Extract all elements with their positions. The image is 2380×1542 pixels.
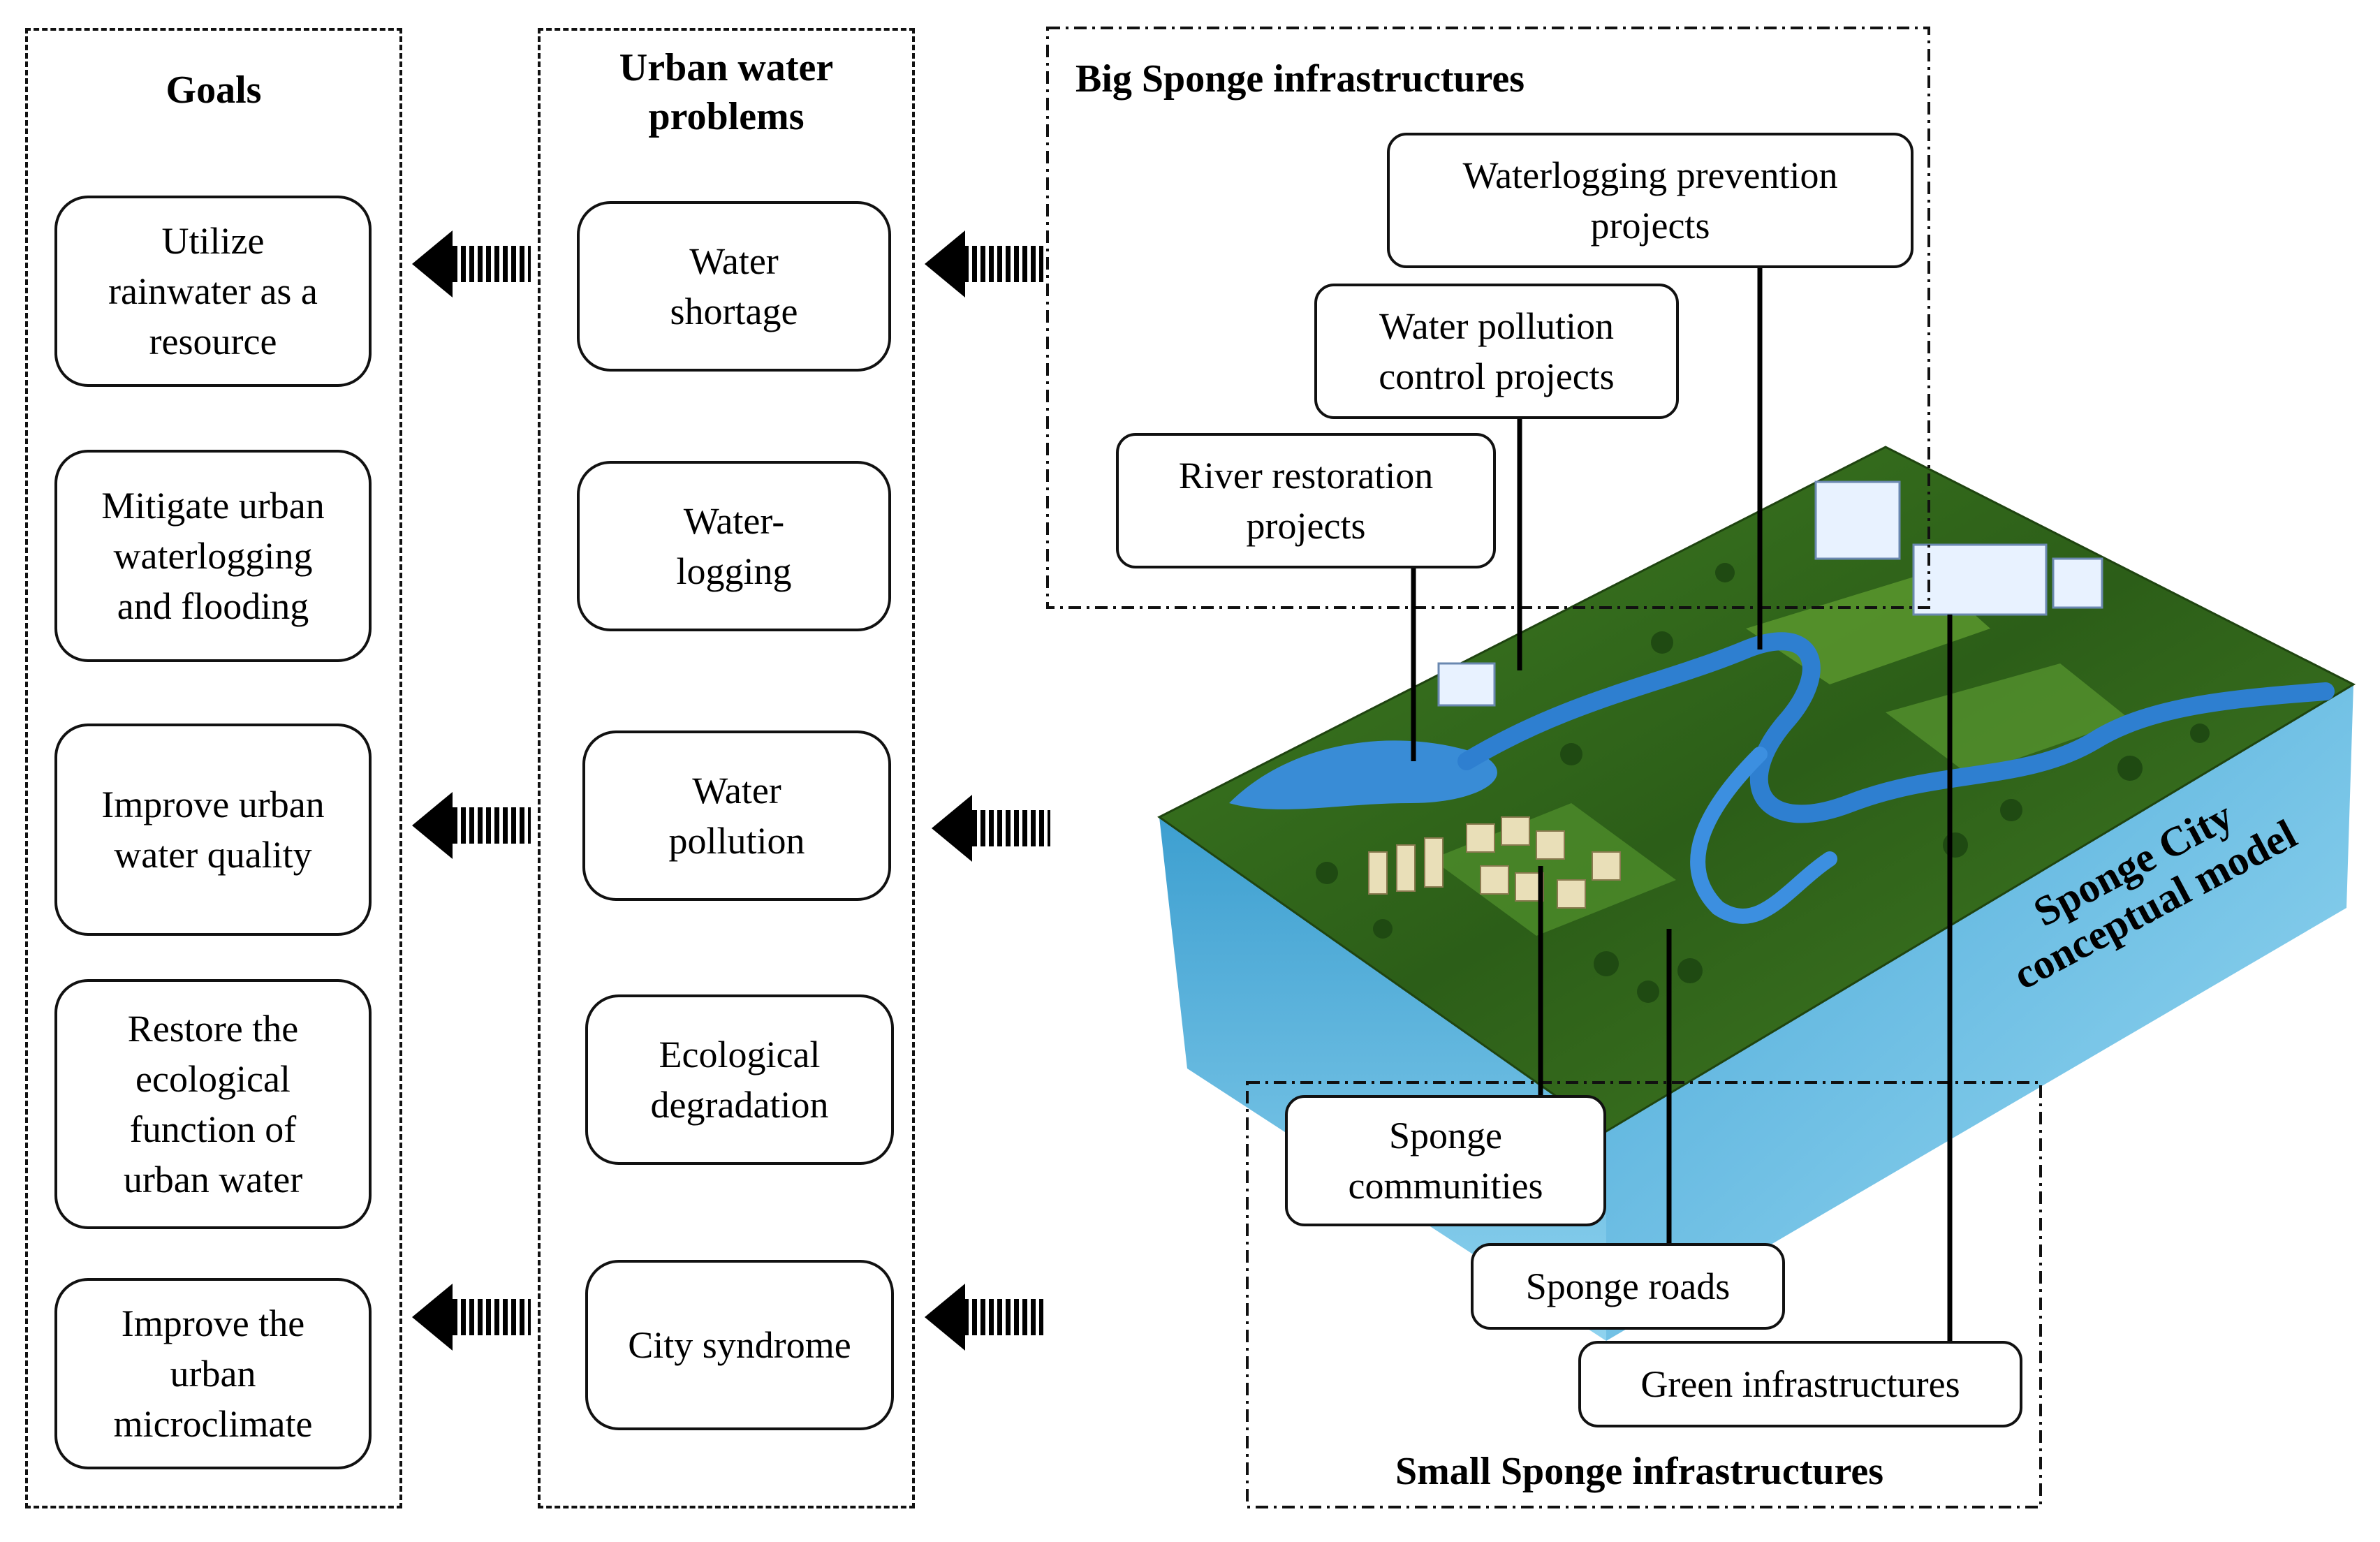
model-right-face — [1606, 684, 2353, 1341]
big-sponge-pollution-projects: Water pollution control projects — [1314, 284, 1679, 419]
problem-box-waterlogging: Water- logging — [577, 461, 891, 631]
big-sponge-river-projects: River restoration projects — [1116, 433, 1496, 568]
arrow-infra-to-problem-3 — [925, 1284, 1043, 1351]
leader-lines — [1411, 268, 1953, 1344]
goal-box-waterlogging: Mitigate urban waterlogging and flooding — [54, 450, 372, 662]
big-sponge-frame — [1046, 27, 1930, 609]
goals-column: Goals — [25, 28, 402, 1508]
small-sponge-green-infrastructures: Green infrastructures — [1578, 1341, 2022, 1427]
model-land-top — [1157, 446, 2356, 1133]
arrow-problem-to-goal-3 — [412, 1284, 531, 1351]
goals-title: Goals — [166, 68, 262, 112]
goal-box-water-quality: Improve urban water quality — [54, 724, 372, 936]
problem-box-pollution: Water pollution — [582, 730, 891, 901]
problem-box-city-syndrome: City syndrome — [585, 1260, 894, 1430]
arrow-problem-to-goal-2 — [412, 792, 531, 859]
small-sponge-title: Small Sponge infrastructures — [1395, 1450, 1883, 1493]
problems-title: Urban water problems — [619, 46, 834, 138]
small-sponge-communities: Sponge communities — [1285, 1095, 1606, 1226]
goal-box-rainwater: Utilize rainwater as a resource — [54, 196, 372, 387]
problems-column: Urban water problems — [538, 28, 915, 1508]
arrow-problem-to-goal-1 — [412, 230, 531, 298]
goal-box-microclimate: Improve the urban microclimate — [54, 1278, 372, 1469]
small-sponge-roads: Sponge roads — [1471, 1243, 1785, 1330]
big-sponge-title: Big Sponge infrastructures — [1075, 57, 1525, 101]
problem-box-degradation: Ecological degradation — [585, 994, 894, 1165]
arrow-infra-to-problem-1 — [925, 230, 1043, 298]
problem-box-shortage: Water shortage — [577, 201, 891, 372]
goal-box-ecological: Restore the ecological function of urban… — [54, 979, 372, 1229]
big-sponge-waterlogging-projects: Waterlogging prevention projects — [1387, 133, 1913, 268]
small-sponge-frame — [1246, 1081, 2042, 1508]
arrow-infra-to-problem-2 — [932, 795, 1050, 862]
